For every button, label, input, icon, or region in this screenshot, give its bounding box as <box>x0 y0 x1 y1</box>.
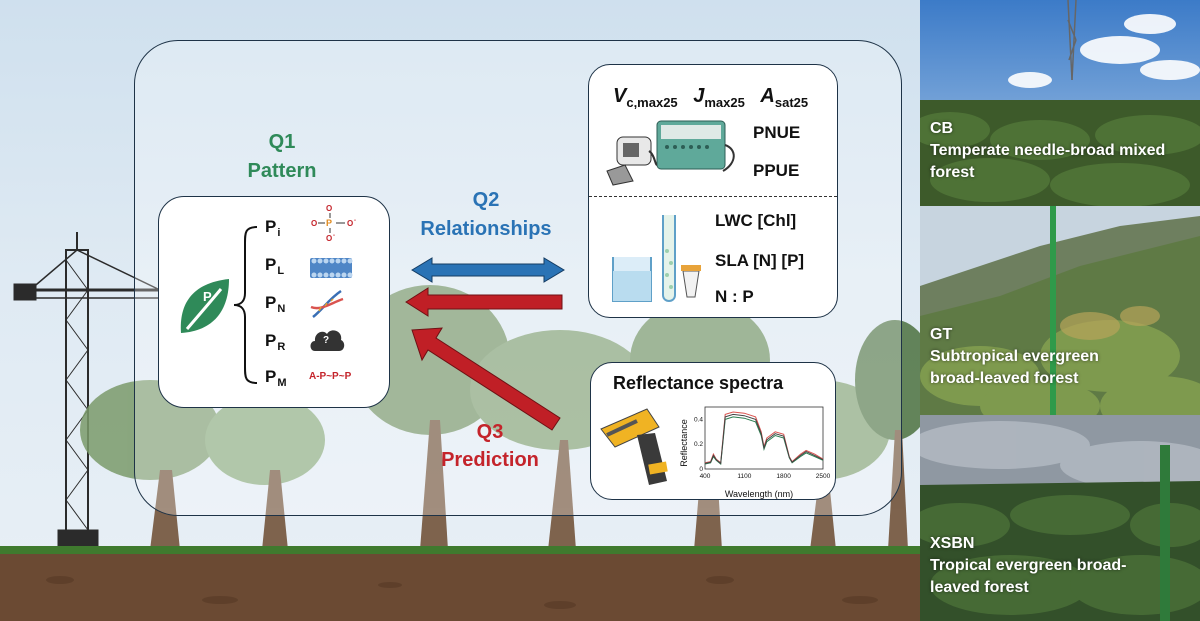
traits-box: Vc,max25 Jmax25 Asat25 PNUE PPUE LWC [Ch… <box>588 64 838 318</box>
double-arrow-icon <box>411 257 565 283</box>
x-tick-label-2: 1800 <box>776 473 791 480</box>
y-tick-label-2: 0.4 <box>694 416 703 423</box>
q3-title: Prediction <box>441 449 539 471</box>
svg-text:?: ? <box>323 335 329 346</box>
chart-y-axis-label: Reflectance <box>679 419 689 467</box>
n-p-ratio-label: N : P <box>715 287 754 306</box>
site-code-xsbn: XSBN <box>930 535 975 552</box>
svg-text:O: O <box>326 204 332 213</box>
svg-text:O: O <box>326 234 332 243</box>
site-photo-gt: GT Subtropical evergreen broad-leaved fo… <box>920 206 1200 415</box>
atp-icon: A-P~P~P <box>309 371 352 382</box>
svg-text:O: O <box>311 219 317 228</box>
q1-number: Q1 <box>268 131 296 153</box>
site-code-gt: GT <box>930 326 953 343</box>
svg-text:O: O <box>347 219 353 228</box>
q1-label: Q1 Pattern <box>236 128 328 186</box>
leaf-icon: P <box>180 279 229 333</box>
p-item-pr: PR <box>265 331 286 353</box>
left-arrow-icon <box>405 287 563 317</box>
svg-text:-: - <box>354 218 356 224</box>
p-item-pi: Pi <box>265 217 281 239</box>
sla-n-p-label: SLA [N] [P] <box>715 251 805 270</box>
asat-label: Asat25 <box>760 85 809 110</box>
vcmax-label: Vc,max25 <box>613 85 678 110</box>
ppue-label: PPUE <box>753 161 800 180</box>
forest-photo-gt <box>920 206 1200 415</box>
lab-glassware-icon <box>612 215 701 302</box>
site-name-cb: Temperate needle-broad mixed forest <box>930 142 1166 181</box>
unknown-cloud-icon: ? <box>310 330 345 351</box>
site-photo-xsbn: XSBN Tropical evergreen broad-leaved for… <box>920 415 1200 621</box>
q3-number: Q3 <box>476 421 504 443</box>
x-tick-label-0: 400 <box>700 473 711 480</box>
jmax-label: Jmax25 <box>693 85 745 110</box>
p-item-pm: PM <box>265 367 287 389</box>
pnue-label: PNUE <box>753 123 801 142</box>
chart-plot-frame <box>704 406 824 470</box>
q1-title: Pattern <box>247 160 317 182</box>
spectrum-line-0 <box>704 411 824 464</box>
phosphate-icon: O O O O - - P <box>311 204 356 243</box>
q3-label: Q3 Prediction <box>416 418 564 474</box>
arrows-layer <box>405 257 565 431</box>
spectroradiometer-icon <box>600 408 668 485</box>
diagonal-arrow-icon <box>411 327 561 431</box>
forest-photo-xsbn <box>920 415 1200 621</box>
reflectance-box: Reflectance spectra 400 1100 1800 2500 0 0.2 0… <box>590 362 836 500</box>
membrane-icon <box>310 258 353 278</box>
svg-text:P: P <box>326 218 332 228</box>
leaf-label: P <box>203 289 212 304</box>
reflectance-title: Reflectance spectra <box>613 373 784 393</box>
forest-photo-cb <box>920 0 1200 206</box>
y-tick-label-1: 0.2 <box>694 441 703 448</box>
x-tick-label-3: 2500 <box>816 473 831 480</box>
p-item-pn: PN <box>265 293 286 315</box>
y-tick-label-0: 0 <box>699 466 703 473</box>
grass <box>0 546 920 554</box>
dna-icon <box>310 289 344 318</box>
site-label-cb: CB Temperate needle-broad mixed forest <box>930 118 1170 184</box>
site-name-gt: Subtropical evergreen broad-leaved fores… <box>930 348 1099 387</box>
q2-label: Q2 Relationships <box>398 186 574 244</box>
gas-exchange-params: Vc,max25 Jmax25 Asat25 <box>613 85 818 110</box>
brace-icon <box>233 226 258 384</box>
reflectance-chart: 400 1100 1800 2500 0 0.2 0.4 Reflectance Wavel… <box>679 406 831 499</box>
x-tick-label-1: 1100 <box>737 473 751 480</box>
gas-exchange-instrument-icon <box>606 120 735 186</box>
site-name-xsbn: Tropical evergreen broad-leaved forest <box>930 557 1127 596</box>
site-code-cb: CB <box>930 120 954 137</box>
lwc-chl-label: LWC [Chl] <box>715 211 797 230</box>
chart-x-axis-label: Wavelength (nm) <box>725 489 793 499</box>
site-label-xsbn: XSBN Tropical evergreen broad-leaved for… <box>930 533 1170 599</box>
p-item-pl: PL <box>265 255 285 277</box>
soil <box>0 554 920 621</box>
forest-scene-illustration <box>0 232 920 621</box>
site-label-gt: GT Subtropical evergreen broad-leaved fo… <box>930 324 1140 390</box>
spectrum-line-2 <box>704 413 824 465</box>
svg-text:-: - <box>333 233 335 239</box>
q2-number: Q2 <box>472 189 500 211</box>
q2-title: Relationships <box>420 218 552 240</box>
scene-background: Q1 Pattern Q2 Relationships Q3 Predictio… <box>0 0 920 621</box>
p-fractions-box: P Pi PL PN PR PM O O O O - - <box>158 196 390 408</box>
site-photo-cb: CB Temperate needle-broad mixed forest <box>920 0 1200 206</box>
trait-divider <box>589 196 837 197</box>
